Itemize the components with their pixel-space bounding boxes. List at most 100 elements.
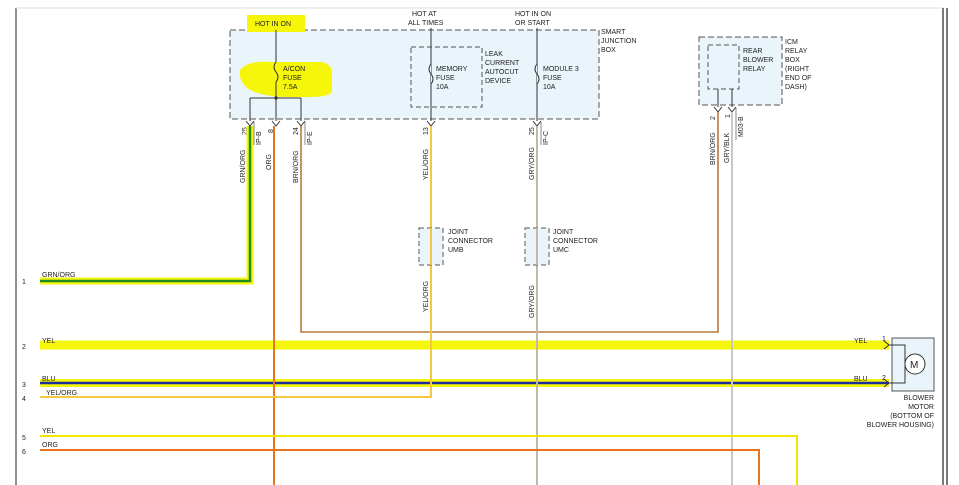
module3-fuse-label-3: 10A [543, 84, 556, 91]
row-number-4: 4 [22, 396, 26, 403]
row3-wire-label: BLU [42, 376, 56, 383]
memory-fuse-label-1: MEMORY [436, 66, 468, 73]
pin-chevron [271, 120, 281, 127]
module3-fuse-label-2: FUSE [543, 75, 562, 82]
icm-label-2: RELAY [785, 48, 808, 55]
motor-lead-bottom [889, 376, 906, 384]
umc-label-1: JOINT [553, 229, 574, 236]
leak-label-3: AUTOCUT [485, 69, 519, 76]
rear-blower-relay [707, 44, 740, 90]
wire-grn-org [40, 126, 252, 283]
hot-start-label-1: HOT IN ON [515, 11, 551, 18]
leak-label-4: DEVICE [485, 78, 511, 85]
row5-wire-label: YEL [42, 428, 55, 435]
leak-label-1: LEAK [485, 51, 503, 58]
icm-pin-2: 2 [710, 116, 717, 120]
connector-ipe: IP-E [307, 131, 314, 145]
motor-lead-top [889, 344, 906, 352]
hot-in-on-label: HOT IN ON [255, 21, 291, 28]
wire-yel-row5 [40, 435, 798, 485]
pin-chevron [532, 120, 542, 127]
row4-wire-label: YEL/ORG [46, 390, 77, 397]
blower-label-2: MOTOR [908, 404, 934, 411]
grn-org-highlight [40, 126, 254, 285]
umc-label-2: CONNECTOR [553, 238, 598, 245]
umb-label-3: UMB [448, 247, 464, 254]
acon-fuse-symbol [273, 61, 279, 83]
pin-13: 13 [423, 127, 430, 135]
blower-label-3: (BOTTOM OF [890, 413, 934, 420]
icm-pin-1: 1 [725, 114, 732, 118]
acon-fuse-label-2: FUSE [283, 75, 302, 82]
pin-chevron [245, 120, 255, 127]
umc-label-3: UMC [553, 247, 569, 254]
wire-brn-org [300, 112, 719, 333]
module3-fuse-label-1: MODULE 3 [543, 66, 579, 73]
wire-org-row6 [40, 449, 760, 485]
wire-label-gry-org: GRY/ORG [529, 147, 536, 180]
hot-at-label-1: HOT AT [412, 11, 437, 18]
wire-label-yel-org-2: YEL/ORG [423, 281, 430, 312]
pin-chevron [426, 120, 436, 127]
hot-at-label-2: ALL TIMES [408, 20, 444, 27]
icm-label-4: (RIGHT [785, 66, 810, 73]
sjb-label-3: BOX [601, 47, 616, 54]
row3-wire-label-right: BLU [854, 376, 868, 383]
wire-label-brn-org: BRN/ORG [293, 150, 300, 183]
sjb-label-2: JUNCTION [601, 38, 636, 45]
leak-label-2: CURRENT [485, 60, 520, 67]
icm-relay-box [698, 36, 783, 106]
memory-fuse-label-2: FUSE [436, 75, 455, 82]
blower-pin-1: 1 [882, 336, 886, 343]
motor-icon [904, 353, 926, 375]
memory-fuse-label-3: 10A [436, 84, 449, 91]
umb-label-2: CONNECTOR [448, 238, 493, 245]
pin-chevron [727, 106, 737, 113]
icm-label-6: DASH) [785, 84, 807, 91]
wire-label-brn-org-2: BRN/ORG [710, 132, 717, 165]
pin-chevron [296, 120, 306, 127]
wire-label-gry-org-2: GRY/ORG [529, 285, 536, 318]
row-number-2: 2 [22, 344, 26, 351]
relay-label-3: RELAY [743, 66, 766, 73]
relay-label-1: REAR [743, 48, 762, 55]
row6-wire-label: ORG [42, 442, 58, 449]
acon-fuse-highlight [239, 61, 332, 98]
blower-label-1: BLOWER [904, 395, 934, 402]
relay-label-2: BLOWER [743, 57, 773, 64]
wire-label-grn-org: GRN/ORG [240, 150, 247, 183]
umb-label-1: JOINT [448, 229, 469, 236]
icm-label-3: BOX [785, 57, 800, 64]
connector-m03b: M03-B [738, 116, 745, 137]
acon-fuse-label-3: 7.5A [283, 84, 298, 91]
wire-label-yel-org: YEL/ORG [423, 149, 430, 180]
blower-pin-2: 2 [882, 375, 886, 382]
pin-24: 24 [293, 127, 300, 135]
sjb-label-1: SMART [601, 29, 626, 36]
pin-chevron [713, 106, 723, 113]
connector-ipc: IP-C [543, 131, 550, 145]
motor-symbol: M [910, 360, 918, 371]
memory-fuse-symbol [428, 63, 434, 85]
wire-label-gry-blk: GRY/BLK [724, 132, 731, 163]
row2-wire-label: YEL [42, 338, 55, 345]
icm-label-5: END OF [785, 75, 811, 82]
pin-8: 8 [268, 129, 275, 133]
leak-current-device-box [410, 46, 483, 108]
module3-fuse-symbol [534, 63, 540, 85]
acon-fuse-label-1: A/CON [283, 66, 305, 73]
wire-label-org: ORG [266, 154, 273, 170]
row1-wire-label: GRN/ORG [42, 272, 75, 279]
hot-start-label-2: OR START [515, 20, 550, 27]
row-number-5: 5 [22, 435, 26, 442]
hot-in-on-highlight [247, 15, 305, 32]
pin-25-ipc: 25 [529, 127, 536, 135]
wire-yel-org-lower [40, 265, 432, 398]
row-number-3: 3 [22, 382, 26, 389]
pin-25-ipb: 25 [242, 127, 249, 135]
row-number-6: 6 [22, 449, 26, 456]
row-number-1: 1 [22, 279, 26, 286]
icm-label-1: ICM [785, 39, 798, 46]
blower-label-4: BLOWER HOUSING) [867, 422, 934, 429]
